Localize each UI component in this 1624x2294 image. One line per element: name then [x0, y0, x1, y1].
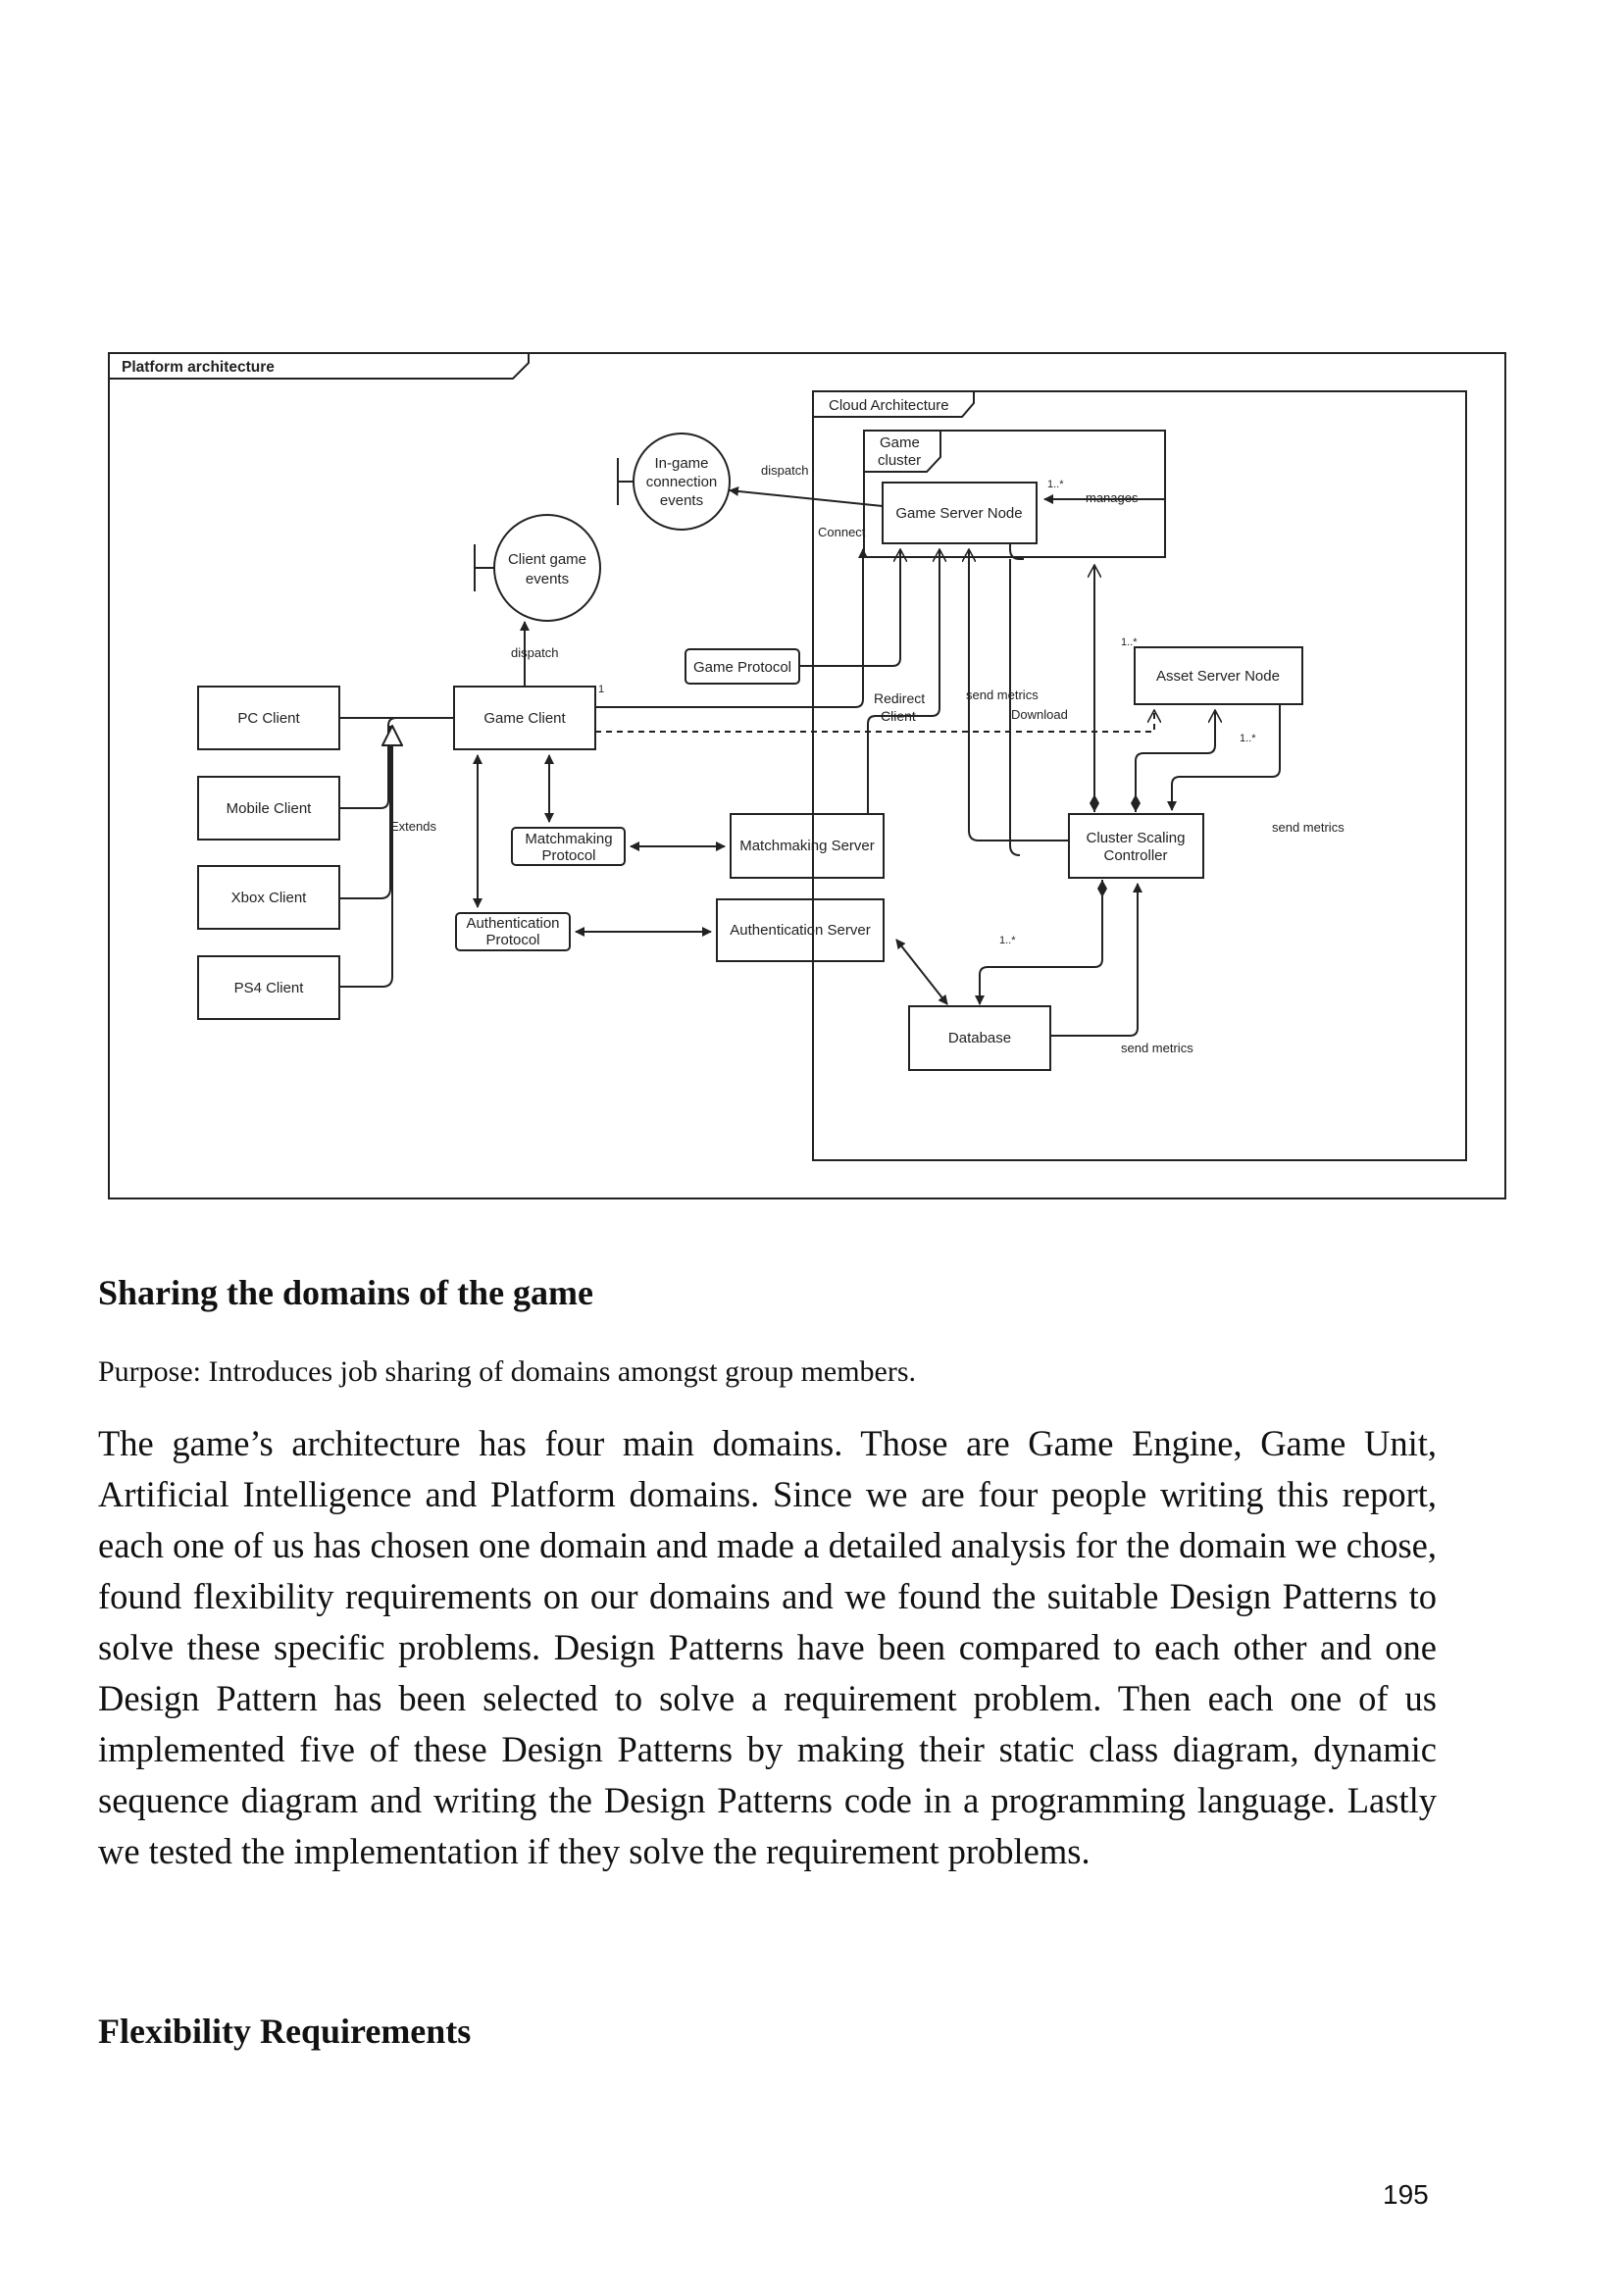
- platform-frame-tab: [109, 353, 530, 380]
- matchmaking-protocol-label-1: Matchmaking: [525, 831, 612, 847]
- label-dispatch-ingame: dispatch: [761, 463, 808, 478]
- client-events-label-1: Client game: [508, 551, 586, 568]
- label-send-metrics-bottom: send metrics: [1121, 1041, 1193, 1055]
- ingame-events-label-3: events: [660, 492, 703, 509]
- connector-game-server-to-cluster: [1009, 543, 1024, 856]
- client-events-boundary: [474, 544, 494, 591]
- page-number: 195: [1383, 2179, 1429, 2210]
- connector-redirect-client: [867, 549, 939, 814]
- heading-flexibility-requirements: Flexibility Requirements: [98, 2012, 472, 2051]
- ingame-events-boundary: [617, 458, 634, 505]
- label-mult-asset-inner: 1..*: [1240, 733, 1256, 744]
- database-label: Database: [948, 1030, 1011, 1046]
- authentication-server-box: [716, 898, 885, 962]
- matchmaking-protocol-label-2: Protocol: [541, 847, 595, 864]
- cloud-frame: [812, 390, 1467, 1161]
- matchmaking-server-box: [730, 813, 885, 879]
- connector-send-metrics-to-game-server: [969, 549, 1069, 841]
- asset-server-node-box: [1134, 646, 1303, 705]
- connector-auth-server-to-database: [895, 939, 948, 1005]
- authentication-protocol-label-1: Authentication: [466, 915, 559, 932]
- label-download: Download: [1011, 707, 1068, 722]
- connector-extends: [339, 718, 453, 988]
- connector-game-client-to-game-server: [595, 548, 868, 708]
- label-send-metrics-right: send metrics: [1272, 820, 1345, 835]
- ingame-events-label-1: In-game: [654, 455, 708, 472]
- purpose-line: Purpose: Introduces job sharing of domai…: [98, 1355, 917, 1388]
- ps4-client-label: PS4 Client: [234, 980, 305, 996]
- label-extends: Extends: [390, 819, 436, 834]
- cluster-scaling-controller-label-1: Cluster Scaling: [1087, 830, 1186, 846]
- cloud-frame-tab: [813, 391, 975, 418]
- platform-architecture-diagram: Platform architecture Cloud Architecture…: [108, 352, 1506, 1199]
- connector-asset-send-metrics: [1167, 704, 1281, 811]
- label-connect: Connect: [818, 525, 866, 539]
- game-protocol-label: Game Protocol: [693, 659, 791, 676]
- cluster-title-line1: Game: [880, 434, 920, 451]
- label-dispatch-client: dispatch: [511, 645, 558, 660]
- label-send-metrics-top: send metrics: [966, 688, 1039, 702]
- label-mult-game-client: 1: [598, 684, 604, 695]
- cluster-scaling-controller-label-2: Controller: [1103, 847, 1167, 864]
- matchmaking-server-label: Matchmaking Server: [739, 838, 875, 854]
- label-manages: manages: [1086, 490, 1139, 505]
- database-box: [908, 1005, 1051, 1071]
- client-events-label-2: events: [526, 571, 569, 587]
- label-mult-database: 1..*: [999, 935, 1016, 946]
- cloud-title: Cloud Architecture: [829, 397, 949, 414]
- mobile-client-label: Mobile Client: [227, 800, 313, 817]
- client-events-circle: [493, 514, 601, 622]
- cluster-title-line2: cluster: [878, 452, 921, 469]
- asset-server-node-label: Asset Server Node: [1156, 668, 1280, 685]
- label-redirect-client-2: Client: [881, 708, 916, 724]
- ingame-events-label-2: connection: [646, 474, 718, 490]
- game-server-node-box: [882, 482, 1038, 544]
- pc-client-label: PC Client: [237, 710, 300, 727]
- body-paragraph: The game’s architecture has four main do…: [98, 1423, 1437, 1871]
- connector-game-protocol-to-game-server: [799, 549, 900, 667]
- label-mult-asset: 1..*: [1121, 637, 1138, 648]
- game-server-node-label: Game Server Node: [895, 505, 1022, 522]
- cluster-scaling-controller-box: [1068, 813, 1204, 879]
- label-mult-manages: 1..*: [1047, 479, 1064, 490]
- game-client-label: Game Client: [483, 710, 566, 727]
- authentication-protocol-box: [455, 912, 571, 951]
- matchmaking-protocol-box: [511, 827, 626, 866]
- label-redirect-client-1: Redirect: [874, 690, 925, 706]
- connector-cluster-to-database: [975, 880, 1107, 1005]
- authentication-protocol-label-2: Protocol: [485, 932, 539, 948]
- frame-title: Platform architecture: [122, 359, 275, 376]
- platform-frame: [108, 352, 1506, 1199]
- connector-cluster-to-asset: [1136, 710, 1215, 812]
- connector-database-send-metrics: [1050, 883, 1142, 1037]
- xbox-client-label: Xbox Client: [231, 890, 308, 906]
- connector-game-server-to-ingame-events: [729, 485, 884, 507]
- game-cluster-tab: [864, 431, 941, 473]
- connector-download: [595, 710, 1154, 733]
- heading-sharing-domains: Sharing the domains of the game: [98, 1273, 594, 1312]
- authentication-server-label: Authentication Server: [730, 922, 870, 939]
